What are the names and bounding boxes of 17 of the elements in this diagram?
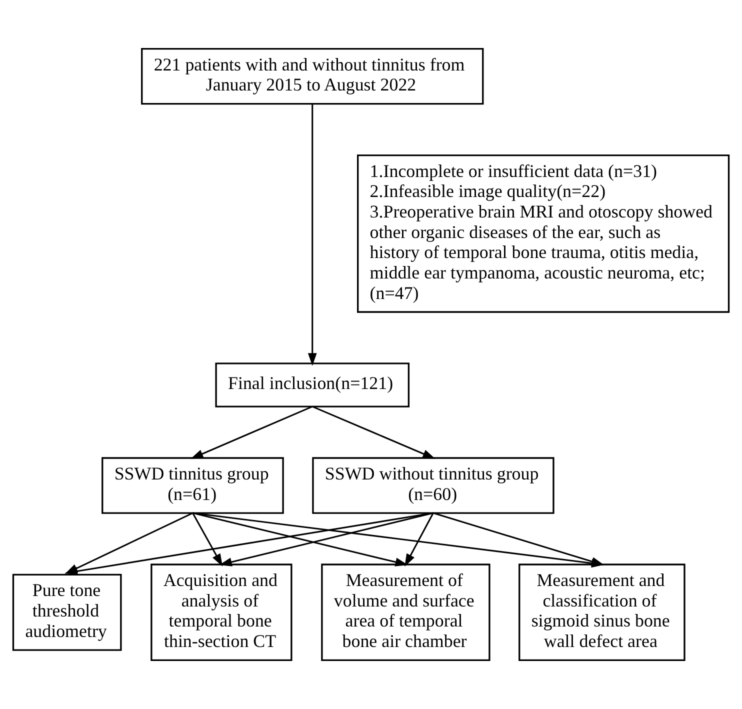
- node-box: 1.Incomplete or insufficient data (n=31) 2.Infeasible image quality(n=22) 3.Preoperative brain MRI and otoscopy showed other organic diseases of the ear, such as history of temporal bone trauma, otitis media, middle ear tympanoma, acoustic neuroma, etc; (n=47): [357, 154, 730, 313]
- arrow: [312, 406, 436, 459]
- arrow: [219, 512, 434, 566]
- arrow: [192, 512, 223, 567]
- node-box: Final inclusion(n=121): [215, 362, 410, 408]
- arrow: [433, 512, 604, 566]
- node-box: Acquisition and analysis of temporal bone thin-section CT: [150, 564, 292, 662]
- arrow: [192, 512, 408, 566]
- node-box: SSWD tinnitus group (n=61): [102, 457, 284, 514]
- arrow: [404, 512, 434, 567]
- arrow: [308, 104, 317, 366]
- arrow: [190, 406, 313, 459]
- node-box: Measurement and classification of sigmoid sinus bone wall defect area: [518, 564, 686, 662]
- node-box: Measurement of volume and surface area of temporal bone air chamber: [321, 564, 490, 662]
- node-box: 221 patients with and without tinnitus from January 2015 to August 2022: [141, 48, 484, 105]
- node-box: Pure tone threshold audiometry: [12, 574, 122, 651]
- node-box: SSWD without tinnitus group (n=60): [312, 457, 554, 514]
